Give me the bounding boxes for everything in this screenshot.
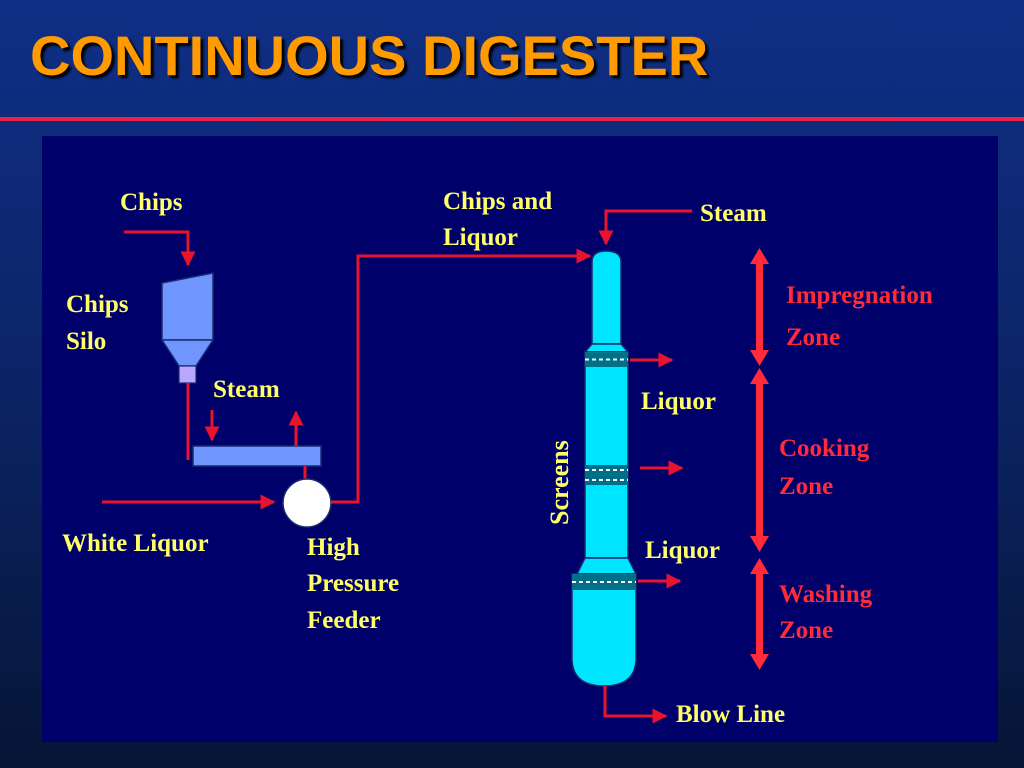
steam-feeder-label: Steam xyxy=(213,376,280,403)
chips-inlet-arrow xyxy=(124,230,196,267)
cooking-zone-label-1: Cooking xyxy=(779,435,870,462)
chips-liquor-label-2: Liquor xyxy=(443,224,518,251)
liquor-upper-label: Liquor xyxy=(641,388,716,415)
washing-zone-label-2: Zone xyxy=(779,617,833,644)
hpf-label-2: Pressure xyxy=(307,570,399,597)
liquor-extraction-arrows xyxy=(630,352,684,589)
blow-line-arrow xyxy=(603,686,668,724)
digester-screens xyxy=(572,352,636,590)
impregnation-zone-label-1: Impregnation xyxy=(786,282,933,309)
chips-silo xyxy=(160,272,215,384)
hpf-label-1: High xyxy=(307,534,360,561)
chips-silo-label-1: Chips xyxy=(66,291,129,318)
white-liquor-label: White Liquor xyxy=(62,530,209,557)
screens-label: Screens xyxy=(545,440,574,525)
hpf-label-3: Feeder xyxy=(307,607,381,634)
chips-liquor-feed-line xyxy=(331,248,592,504)
impregnation-zone-label-2: Zone xyxy=(786,324,840,351)
slide-title: CONTINUOUS DIGESTER xyxy=(30,24,709,87)
zone-arrows xyxy=(750,248,769,670)
washing-zone-label-1: Washing xyxy=(779,581,873,608)
steaming-vessel xyxy=(192,445,322,467)
digester-vessel xyxy=(571,250,638,687)
liquor-lower-label: Liquor xyxy=(645,537,720,564)
high-pressure-feeder xyxy=(282,478,332,528)
blow-line-label: Blow Line xyxy=(676,701,785,728)
steam-top-arrow xyxy=(598,209,692,246)
chips-liquor-label-1: Chips and xyxy=(443,188,552,215)
steam-top-label: Steam xyxy=(700,200,767,227)
cooking-zone-label-2: Zone xyxy=(779,473,833,500)
chips-label: Chips xyxy=(120,189,183,216)
diagram-panel xyxy=(42,136,998,742)
title-underline xyxy=(0,117,1024,121)
chips-silo-label-2: Silo xyxy=(66,328,106,355)
